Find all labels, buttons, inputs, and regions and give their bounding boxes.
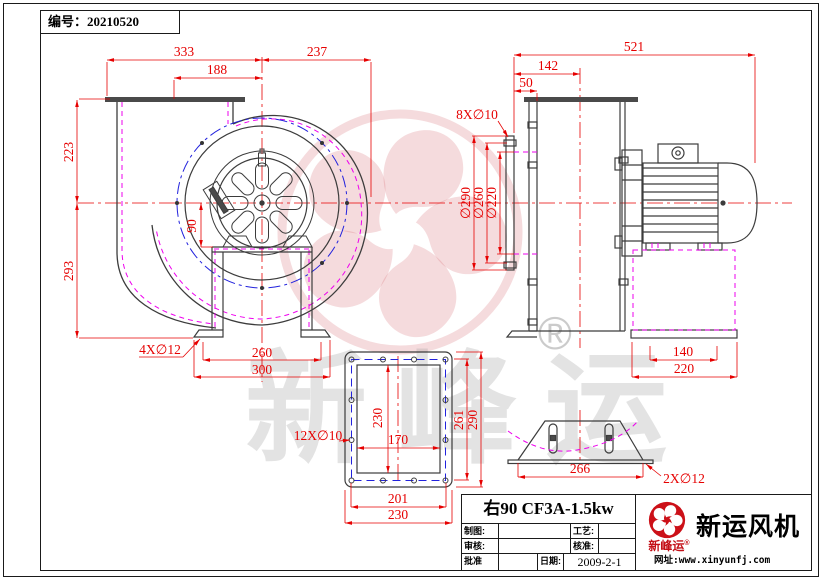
title-block-brand: 新峰运® 新运风机 网址:www.xinyunfj.com [636, 495, 811, 570]
drafted-value [499, 524, 571, 538]
approved-value [499, 554, 538, 570]
brand-registered-mark: ® [684, 540, 690, 547]
dim-bracket-266: 266 [570, 461, 591, 476]
dim-flange-230b: 230 [388, 507, 409, 522]
dim-front-300: 300 [252, 362, 273, 377]
brand-mark: 新峰运® [638, 537, 700, 554]
checked-label: 审核: [462, 539, 499, 553]
dim-side-d290: ∅290 [458, 187, 473, 219]
front-pedestal [192, 246, 332, 338]
drawing-model: 右90 CF3A-1.5kw [462, 495, 635, 524]
watermark-pinwheel: ® 新峰运 [245, 109, 695, 478]
registered-mark-watermark: ® [538, 307, 572, 359]
dim-side-inlet-holes: 8X∅10 [456, 107, 498, 122]
ratified-value [599, 539, 635, 553]
dim-flange-230v: 230 [370, 408, 385, 429]
dim-flange-290: 290 [465, 410, 480, 431]
company-name: 新运风机 [696, 513, 801, 541]
serial-number-box: 编号：20210520 [40, 10, 180, 34]
dim-front-293: 293 [61, 261, 76, 282]
dim-flange-170: 170 [388, 432, 409, 447]
date-label: 日期: [538, 554, 564, 570]
dim-front-90: 90 [184, 219, 199, 233]
flange-view [344, 351, 453, 488]
dim-flange-holes: 12X∅10 [294, 428, 343, 443]
brand-mark-text: 新峰运 [648, 539, 685, 553]
dim-front-237: 237 [307, 44, 328, 59]
front-view [78, 57, 452, 382]
process-label: 工艺: [571, 524, 599, 538]
terminal-box [657, 143, 699, 164]
ratified-label: 核准: [571, 539, 599, 553]
approved-label: 批准 [462, 554, 499, 570]
sheet-outer-border [3, 3, 819, 577]
inlet-vane-handle [202, 180, 236, 220]
dim-side-142: 142 [538, 58, 558, 73]
dim-front-260: 260 [252, 345, 273, 360]
dim-front-223: 223 [61, 142, 76, 163]
dim-side-d220: ∅220 [484, 187, 499, 219]
dim-side-d260: ∅260 [471, 187, 486, 219]
watermark-text: 新峰运 [245, 342, 695, 478]
dim-front-188: 188 [207, 62, 228, 77]
dim-side-50: 50 [519, 75, 533, 90]
sheet-inner-frame [40, 10, 812, 571]
dim-front-333: 333 [174, 44, 195, 59]
company-logo-icon [648, 501, 686, 539]
dim-side-521: 521 [624, 39, 644, 54]
motor [642, 143, 758, 251]
dimension-lines [75, 53, 756, 525]
inlet-flange [505, 135, 515, 271]
serial-number-text: 编号：20210520 [48, 14, 140, 29]
dimension-texts: 333 188 237 223 293 90 4X∅12 260 300 521… [61, 39, 705, 522]
side-pedestal-hidden [632, 249, 736, 331]
dim-side-140: 140 [673, 344, 694, 359]
dim-front-foot-holes: 4X∅12 [139, 342, 181, 357]
dim-side-220: 220 [674, 361, 695, 376]
drafted-label: 制图: [462, 524, 499, 538]
company-website: 网址:www.xinyunfj.com [654, 555, 771, 566]
bracket-view [507, 410, 654, 465]
dim-bracket-holes: 2X∅12 [663, 471, 705, 486]
title-block: 右90 CF3A-1.5kw 制图: 工艺: 审核: 核准: 批准 日期: 20… [461, 494, 812, 571]
dim-flange-201: 201 [388, 491, 408, 506]
side-base-plate [630, 329, 738, 339]
title-block-fields: 右90 CF3A-1.5kw 制图: 工艺: 审核: 核准: 批准 日期: 20… [462, 495, 636, 570]
dim-flange-261: 261 [451, 410, 466, 430]
side-view [458, 68, 792, 348]
checked-value [499, 539, 571, 553]
process-value [599, 524, 635, 538]
date-value: 2009-2-1 [577, 555, 622, 569]
